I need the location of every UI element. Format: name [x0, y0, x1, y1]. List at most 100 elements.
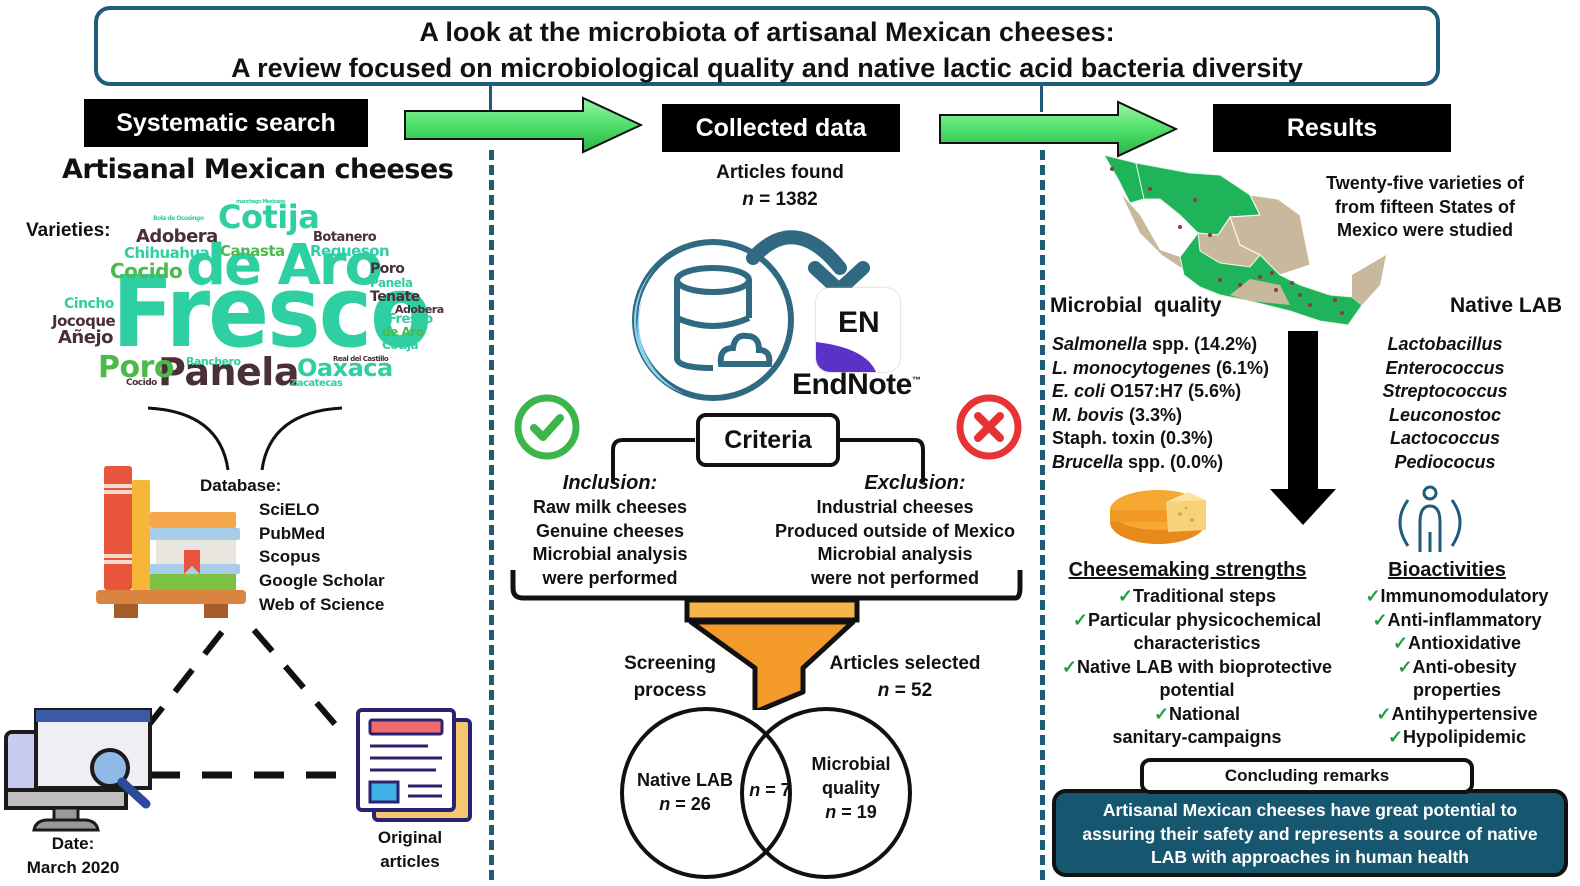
cheesemaking-item: potential [1052, 679, 1342, 703]
articles-selected-value: = 52 [894, 680, 933, 701]
x-circle-icon [956, 394, 1022, 460]
articles-found-label: Articles found [716, 162, 844, 183]
word-poro-small: Poro [370, 261, 405, 277]
venn-diagram [620, 707, 912, 879]
lab-genus: Enterococcus [1385, 357, 1505, 378]
endnote-label-text: EndNote [792, 368, 912, 401]
inclusion-item: Genuine cheeses [535, 520, 685, 541]
pathogen-name: L. monocytogenes [1052, 357, 1212, 378]
pathogen-prevalence: spp. (14.2%) [1147, 334, 1258, 354]
word-zacatecas: Zacatecas [290, 378, 343, 389]
checkmark-icon: ✓ [1397, 656, 1413, 677]
bioactivity-item: ✓Immunomodulatory [1352, 585, 1562, 609]
word-cocido: Cocido [110, 259, 183, 283]
word-canasta: Canasta [220, 242, 285, 260]
word-cocido-small: Cocido [126, 378, 157, 388]
cheesemaking-text: National [1169, 703, 1241, 724]
cheeses-heading: Artisanal Mexican cheeses [62, 154, 454, 185]
database-cloud-icon [632, 230, 870, 401]
native-lab-heading: Native LAB [1450, 294, 1563, 317]
inclusion-item: Microbial analysis [532, 544, 688, 564]
cheesemaking-item: ✓Traditional steps [1052, 585, 1342, 609]
venn-native-lab-count: n = 26 [630, 792, 740, 816]
n-symbol: n [742, 189, 754, 210]
word-cotija: Cotija [218, 198, 320, 236]
checkmark-icon: ✓ [1117, 586, 1134, 606]
screening-line: Screening [624, 653, 716, 674]
section-head-results: Results [1213, 104, 1451, 152]
pathogen-prevalence: (6.1%) [1211, 357, 1270, 378]
checkmark-icon: ✓ [1153, 703, 1170, 724]
inclusion-item: were performed [542, 567, 678, 588]
exclusion-item: Industrial cheeses [816, 497, 974, 517]
section-head-systematic-search: Systematic search [84, 99, 368, 147]
word-adobera: Adobera [136, 226, 218, 247]
inclusion-criteria: Inclusion: Raw milk cheeses Genuine chee… [520, 470, 700, 590]
cheesemaking-item: ✓National [1052, 703, 1342, 727]
word-chihuahua: Chihuahua [124, 244, 210, 262]
date-label: Date: March 2020 [18, 832, 128, 880]
cheesemaking-text: Native LAB with bioprotective [1077, 656, 1333, 677]
cheesemaking-item: ✓Native LAB with bioprotective [1052, 656, 1342, 680]
pathogen-item: L. monocytogenes (6.1%) [1052, 357, 1269, 381]
bioactivity-item: ✓Antihypertensive [1352, 703, 1562, 727]
word-botanero: Botanero [313, 230, 377, 245]
title-box: A look at the microbiota of artisanal Me… [94, 6, 1440, 86]
checkmark-icon: ✓ [1392, 633, 1409, 653]
screening-line: process [633, 680, 707, 701]
database-item: Google Scholar [259, 571, 385, 591]
original-articles-line: articles [380, 852, 440, 871]
exclusion-item: were not performed [810, 567, 980, 588]
date-label-text: Date: [51, 834, 95, 853]
pathogen-prevalence: O157:H7 (5.6%) [1105, 381, 1242, 401]
bioactivity-item: ✓Anti-inflammatory [1352, 609, 1562, 633]
checkmark-icon: ✓ [1387, 727, 1404, 747]
separator-left-top [489, 86, 492, 112]
person-health-icon [1398, 485, 1462, 552]
articles-found: Articles found n = 1382 [680, 159, 880, 213]
exclusion-criteria: Exclusion: Industrial cheeses Produced o… [770, 470, 1020, 590]
document-icon [356, 708, 472, 822]
inclusion-item: Raw milk cheeses [532, 497, 688, 517]
database-item: PubMed [259, 523, 326, 543]
lab-genus: Pediococus [1394, 451, 1496, 472]
venn-native-lab-value: = 26 [675, 794, 711, 814]
pathogen-name: Brucella [1052, 451, 1124, 472]
separator-right [1040, 150, 1045, 880]
bioactivity-text: Anti-inflammatory [1387, 609, 1542, 630]
n-symbol: n [659, 794, 671, 814]
database-item: Web of Science [259, 594, 385, 614]
map-caption-line: Mexico were studied [1336, 220, 1514, 240]
n-symbol: n [825, 802, 837, 822]
dashed-triangle [145, 628, 343, 779]
concluding-label: Concluding remarks [1140, 758, 1474, 794]
down-arrow-icon [1270, 331, 1336, 525]
criteria-bracket [510, 438, 1023, 601]
title-line-2: A review focused on microbiological qual… [231, 53, 1303, 83]
endnote-logo: EN [816, 288, 900, 372]
microbial-quality-list: Salmonella spp. (14.2%) L. monocytogenes… [1052, 333, 1269, 474]
word-panela-small: Panela [370, 276, 413, 290]
cheesemaking-text: sanitary-campaigns [1112, 727, 1282, 747]
articles-selected-count: n = 52 [815, 677, 995, 704]
pathogen-item: M. bovis (3.3%) [1052, 404, 1269, 428]
bioactivity-item: ✓Antioxidative [1352, 632, 1562, 656]
check-circle-icon [514, 394, 580, 460]
trademark: ™ [911, 375, 921, 385]
database-label: Database: [200, 476, 282, 495]
cheesemaking-text: Traditional steps [1133, 586, 1277, 606]
word-anejo: Añejo [58, 327, 114, 348]
concluding-line: Artisanal Mexican cheeses have great pot… [1102, 800, 1518, 820]
venn-circle-native-lab [620, 707, 792, 879]
mexico-map [1103, 155, 1386, 326]
separator-right-top [1040, 86, 1043, 112]
word-jocoque: Jocoque [52, 312, 116, 330]
microbial-quality-heading: Microbial quality [1050, 294, 1222, 317]
pathogen-item: Brucella spp. (0.0%) [1052, 451, 1269, 475]
pathogen-name: M. bovis [1052, 404, 1125, 425]
checkmark-icon: ✓ [1072, 609, 1088, 630]
cheesemaking-text: potential [1159, 680, 1235, 700]
bioactivity-text: Immunomodulatory [1380, 586, 1549, 606]
pathogen-item: Staph. toxin (0.3%) [1052, 427, 1269, 451]
checkmark-icon: ✓ [1365, 586, 1381, 606]
